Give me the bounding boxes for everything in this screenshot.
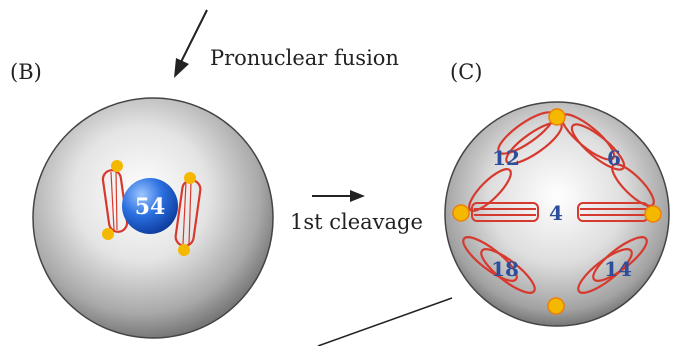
chromosome-number-top-right: 6 <box>607 146 621 170</box>
panel-label-c: (C) <box>450 60 482 84</box>
centrosome-left <box>453 205 469 221</box>
centrosome-bottom <box>548 298 564 314</box>
centrosome <box>178 244 190 256</box>
centrosome <box>184 172 196 184</box>
chromosome-number-bottom-right: 14 <box>604 257 632 281</box>
step-label-cleavage: 1st cleavage <box>290 210 423 234</box>
chromosome-number-center: 4 <box>549 201 563 225</box>
panel-label-b: (B) <box>10 60 42 84</box>
centrosome <box>102 228 114 240</box>
cleavage-arrow <box>312 190 365 202</box>
fusion-arrow <box>174 10 207 78</box>
connector-line <box>318 298 452 346</box>
chromosome-number-bottom-left: 18 <box>491 257 519 281</box>
cell-c: 12 6 4 18 14 <box>445 102 669 326</box>
step-label-fusion: Pronuclear fusion <box>210 46 399 70</box>
centrosome-right <box>645 206 661 222</box>
chromosome-number-top-left: 12 <box>492 146 520 170</box>
nucleus-number: 54 <box>135 194 166 220</box>
cell-b: 54 <box>33 98 273 338</box>
centrosome-top <box>549 109 565 125</box>
centrosome <box>111 160 123 172</box>
